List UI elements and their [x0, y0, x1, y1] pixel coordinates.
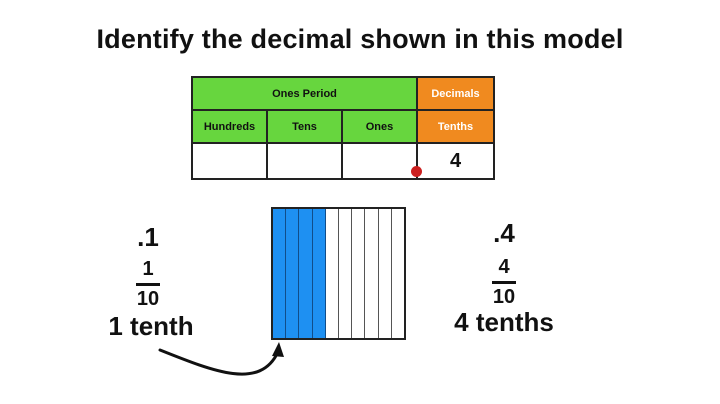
column-header-tens: Tens	[268, 111, 343, 144]
right-words-label: 4 tenths	[454, 307, 554, 337]
shaded-tenth-strip	[286, 209, 300, 338]
right-fraction-bar	[492, 281, 516, 284]
value-cell-tenths: 4	[449, 149, 462, 172]
value-cell-hundreds	[193, 144, 268, 178]
tenths-model	[271, 207, 406, 340]
left-numerator: 1	[142, 258, 154, 280]
right-numerator: 4	[498, 256, 510, 278]
right-fraction: 4 10	[484, 256, 524, 309]
decimal-point-dot	[411, 166, 422, 177]
left-decimal-label: .1	[137, 222, 159, 252]
empty-tenth-strip	[379, 209, 392, 338]
column-header-hundreds: Hundreds	[193, 111, 268, 144]
right-decimal-label: .4	[493, 218, 515, 248]
empty-tenth-strip	[339, 209, 353, 338]
empty-tenth-strip	[326, 209, 340, 338]
shaded-tenth-strip	[312, 209, 326, 338]
place-value-chart: Ones Period Decimals Hundreds Tens Ones …	[191, 76, 495, 180]
shaded-tenth-strip	[299, 209, 313, 338]
left-denominator: 10	[136, 288, 160, 310]
page-title: Identify the decimal shown in this model	[96, 24, 624, 54]
ones-period-header: Ones Period	[193, 78, 418, 111]
right-denominator: 10	[492, 286, 516, 308]
column-header-ones: Ones	[343, 111, 418, 144]
shaded-tenth-strip	[273, 209, 287, 338]
value-cell-tens	[268, 144, 343, 178]
left-fraction-bar	[136, 283, 160, 286]
value-cell-ones	[343, 144, 418, 178]
decimals-header: Decimals	[418, 78, 493, 111]
left-words-label: 1 tenth	[108, 311, 194, 341]
empty-tenth-strip	[365, 209, 379, 338]
empty-tenth-strip	[352, 209, 366, 338]
column-header-tenths: Tenths	[418, 111, 493, 144]
left-fraction: 1 10	[128, 258, 168, 311]
